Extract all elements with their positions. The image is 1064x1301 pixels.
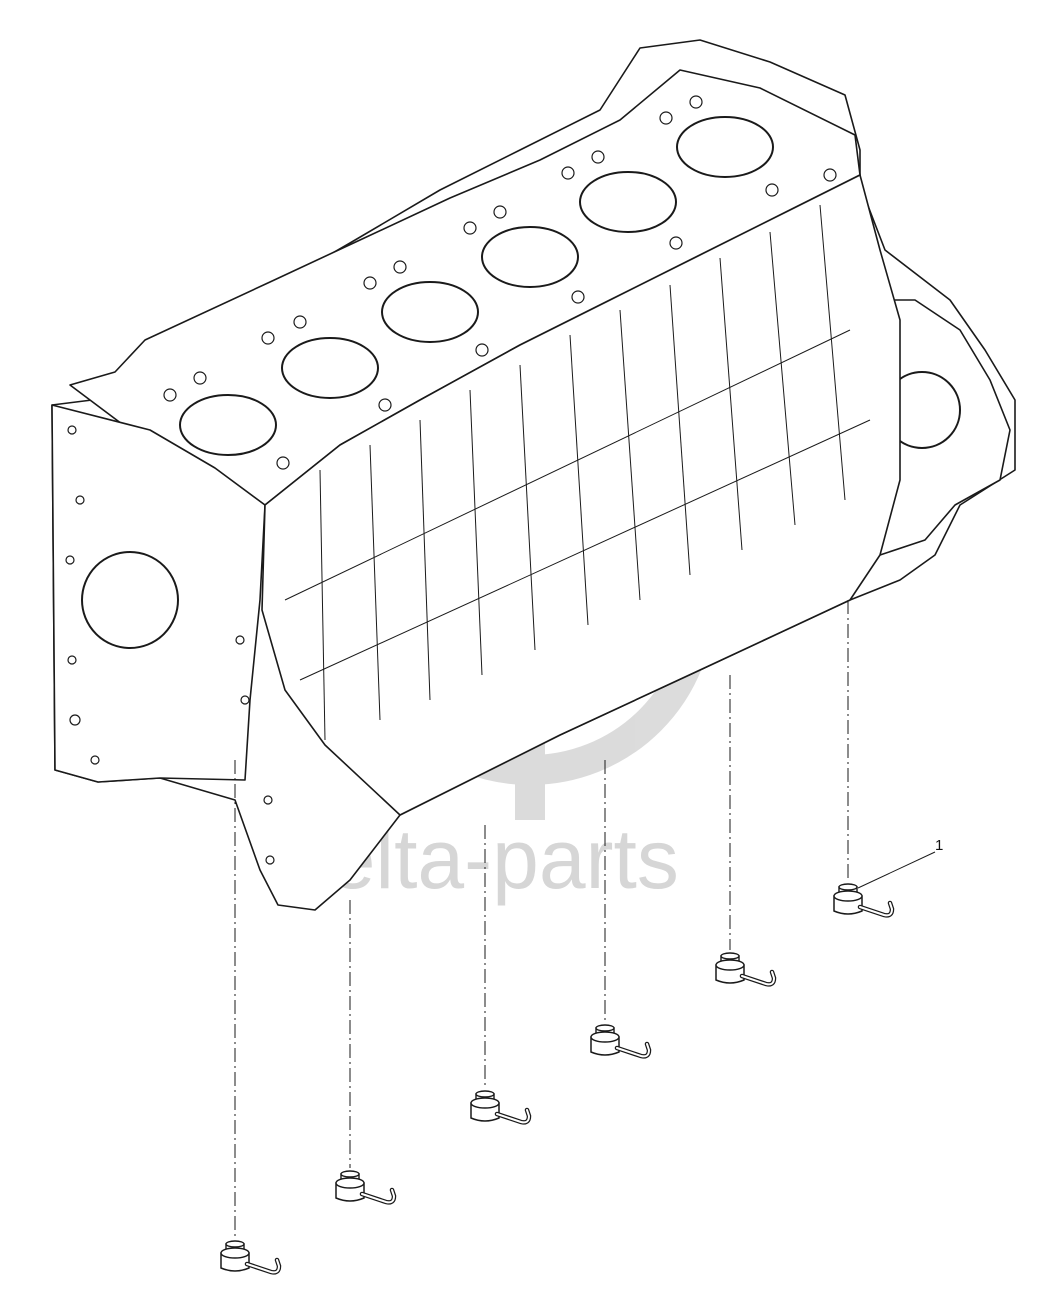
cylinder-bore-3 [381, 281, 479, 343]
piston-cooling-nozzle-icon [591, 1025, 649, 1056]
front-face-holes [65, 425, 275, 865]
callout-leader [857, 851, 936, 889]
callout-label: 1 [935, 837, 943, 854]
callout-1: 1 [857, 837, 943, 889]
engine-block-icon [51, 39, 1016, 911]
cylinder-bore-4 [481, 226, 579, 288]
cylinder-bore-6 [676, 116, 774, 178]
front-bore [81, 551, 179, 649]
cylinder-bore-5 [579, 171, 677, 233]
piston-cooling-nozzle-icon [834, 884, 892, 915]
head-bolt-holes [163, 95, 837, 470]
assembly-lines [234, 600, 849, 1238]
cylinder-bores [179, 116, 774, 456]
piston-cooling-nozzle-icon [221, 1241, 279, 1272]
piston-cooling-nozzle-icon [336, 1171, 394, 1202]
piston-cooling-nozzle-icon [471, 1091, 529, 1122]
cylinder-bore-2 [281, 337, 379, 399]
block-side-ribs [284, 204, 871, 741]
cylinder-bore-1 [179, 394, 277, 456]
piston-cooling-nozzle-icon [716, 953, 774, 984]
piston-cooling-nozzles [221, 884, 892, 1272]
block-crankcase-skirt [261, 174, 901, 816]
